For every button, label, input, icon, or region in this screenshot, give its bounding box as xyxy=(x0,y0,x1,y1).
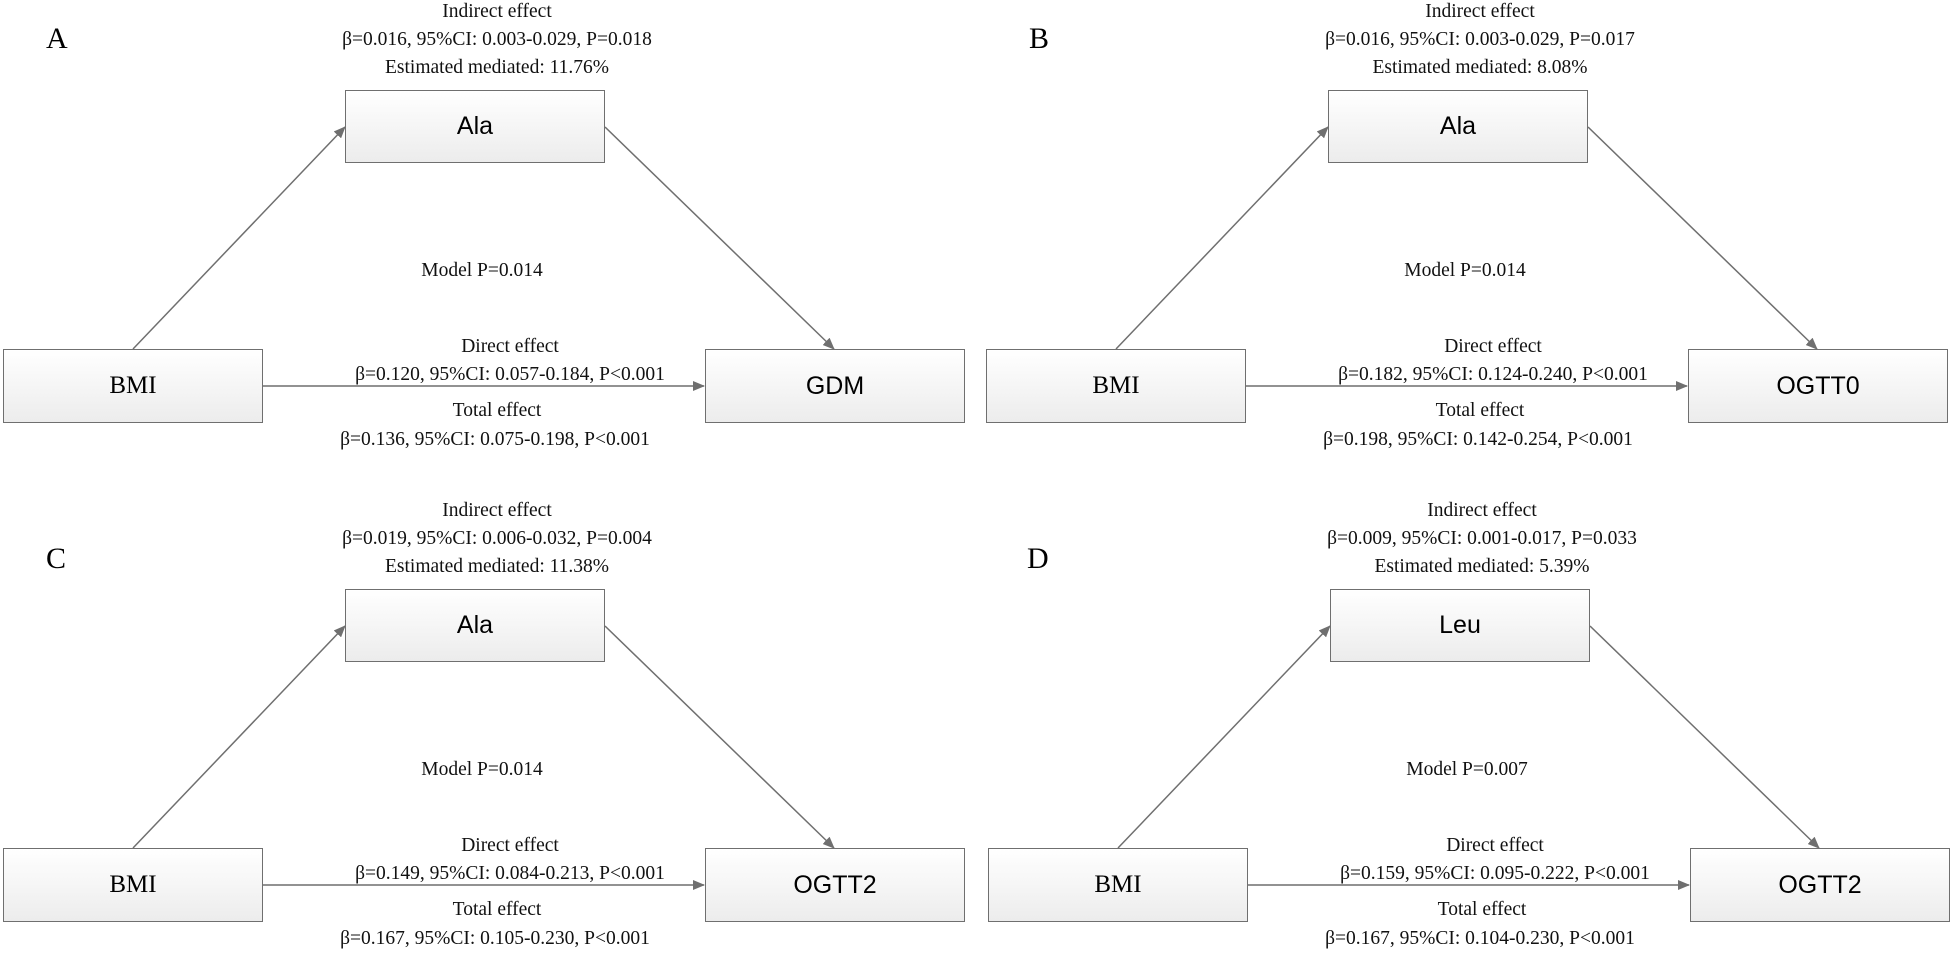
outcome-box: GDM xyxy=(705,349,965,423)
panel-d: D Indirect effect β=0.009, 95%CI: 0.001-… xyxy=(985,499,1955,975)
mediator-to-outcome-arrow xyxy=(604,126,835,350)
exposure-box: BMI xyxy=(3,848,263,922)
indirect-effect-stats: β=0.009, 95%CI: 0.001-0.017, P=0.033 xyxy=(1327,528,1637,549)
mediator-to-outcome-arrow xyxy=(1587,126,1818,350)
total-effect-title: Total effect xyxy=(1435,400,1525,421)
model-p-value: Model P=0.014 xyxy=(1404,260,1526,281)
mediator-box: Ala xyxy=(345,90,605,163)
model-p-value: Model P=0.014 xyxy=(421,260,543,281)
direct-effect-stats: β=0.159, 95%CI: 0.095-0.222, P<0.001 xyxy=(1340,863,1650,884)
indirect-effect-stats: β=0.016, 95%CI: 0.003-0.029, P=0.017 xyxy=(1325,29,1635,50)
estimated-mediated: Estimated mediated: 5.39% xyxy=(1374,556,1590,577)
panel-c-arrows xyxy=(132,625,835,890)
exposure-to-mediator-arrow xyxy=(1117,625,1331,849)
panel-b-arrows xyxy=(1115,126,1818,391)
model-p-value: Model P=0.014 xyxy=(421,759,543,780)
indirect-effect-title: Indirect effect xyxy=(442,500,552,521)
indirect-effect-stats: β=0.016, 95%CI: 0.003-0.029, P=0.018 xyxy=(342,29,652,50)
total-effect-stats: β=0.167, 95%CI: 0.105-0.230, P<0.001 xyxy=(340,928,650,949)
panel-d-arrows xyxy=(1117,625,1820,890)
panel-letter: C xyxy=(46,542,67,575)
mediator-to-outcome-arrow xyxy=(1589,625,1820,849)
direct-effect-stats: β=0.149, 95%CI: 0.084-0.213, P<0.001 xyxy=(355,863,665,884)
panel-letter: D xyxy=(1027,542,1049,575)
exposure-box: BMI xyxy=(988,848,1248,922)
total-effect-stats: β=0.167, 95%CI: 0.104-0.230, P<0.001 xyxy=(1325,928,1635,949)
direct-effect-title: Direct effect xyxy=(1444,336,1542,357)
panel-c: C Indirect effect β=0.019, 95%CI: 0.006-… xyxy=(0,499,978,975)
mediator-box: Ala xyxy=(345,589,605,662)
mediator-to-outcome-arrow xyxy=(604,625,835,849)
panel-letter: A xyxy=(46,22,68,55)
direct-effect-title: Direct effect xyxy=(461,336,559,357)
total-effect-title: Total effect xyxy=(452,899,542,920)
direct-effect-stats: β=0.182, 95%CI: 0.124-0.240, P<0.001 xyxy=(1338,364,1648,385)
exposure-box: BMI xyxy=(986,349,1246,423)
indirect-effect-title: Indirect effect xyxy=(442,1,552,22)
mediation-figure: A Indirect effect β=0.016, 95%CI: 0.003-… xyxy=(0,0,1955,948)
exposure-to-mediator-arrow xyxy=(132,126,346,350)
indirect-effect-title: Indirect effect xyxy=(1427,500,1537,521)
panel-b: B Indirect effect β=0.016, 95%CI: 0.003-… xyxy=(983,0,1955,476)
panel-a-arrows xyxy=(132,126,835,391)
total-effect-title: Total effect xyxy=(1437,899,1527,920)
total-effect-title: Total effect xyxy=(452,400,542,421)
panel-a: A Indirect effect β=0.016, 95%CI: 0.003-… xyxy=(0,0,978,476)
estimated-mediated: Estimated mediated: 11.38% xyxy=(384,556,610,577)
outcome-box: OGTT2 xyxy=(705,848,965,922)
direct-effect-title: Direct effect xyxy=(1446,835,1544,856)
mediator-box: Leu xyxy=(1330,589,1590,662)
outcome-box: OGTT0 xyxy=(1688,349,1948,423)
direct-effect-stats: β=0.120, 95%CI: 0.057-0.184, P<0.001 xyxy=(355,364,665,385)
exposure-box: BMI xyxy=(3,349,263,423)
indirect-effect-title: Indirect effect xyxy=(1425,1,1535,22)
outcome-box: OGTT2 xyxy=(1690,848,1950,922)
panel-letter: B xyxy=(1029,22,1050,55)
mediator-box: Ala xyxy=(1328,90,1588,163)
exposure-to-mediator-arrow xyxy=(132,625,346,849)
total-effect-stats: β=0.198, 95%CI: 0.142-0.254, P<0.001 xyxy=(1323,429,1633,450)
estimated-mediated: Estimated mediated: 11.76% xyxy=(384,57,610,78)
indirect-effect-stats: β=0.019, 95%CI: 0.006-0.032, P=0.004 xyxy=(342,528,652,549)
exposure-to-mediator-arrow xyxy=(1115,126,1329,350)
direct-effect-title: Direct effect xyxy=(461,835,559,856)
model-p-value: Model P=0.007 xyxy=(1406,759,1528,780)
estimated-mediated: Estimated mediated: 8.08% xyxy=(1372,57,1588,78)
total-effect-stats: β=0.136, 95%CI: 0.075-0.198, P<0.001 xyxy=(340,429,650,450)
